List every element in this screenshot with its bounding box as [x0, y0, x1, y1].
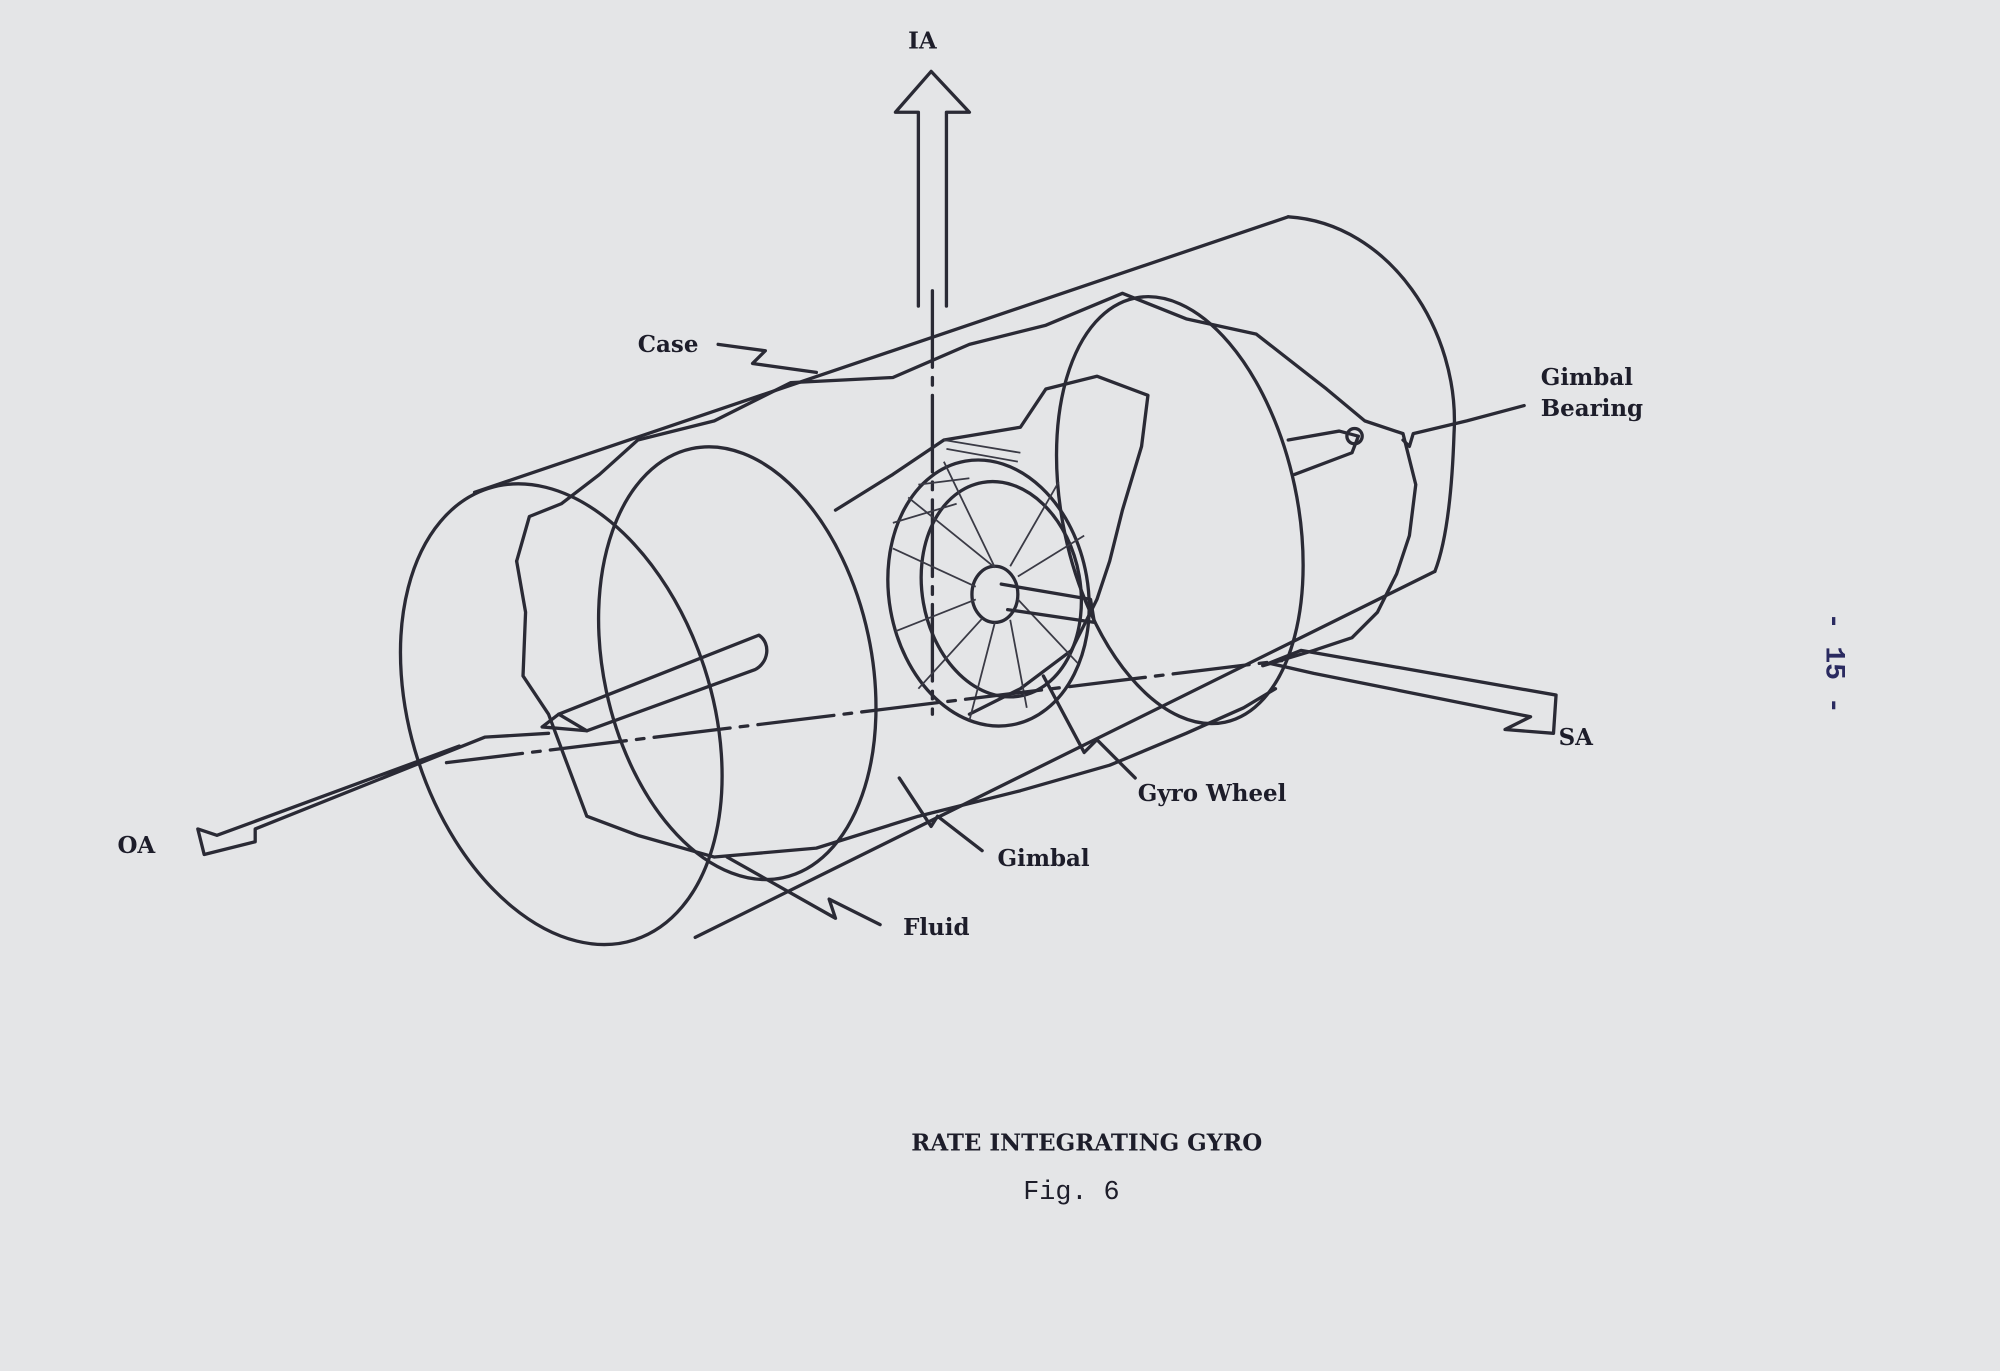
sa-label: SA	[1559, 724, 1595, 751]
gimbal-bearing-label-line1: Gimbal	[1541, 364, 1633, 391]
page-number: - 15 -	[1817, 613, 1848, 714]
ia-label: IA	[908, 27, 938, 54]
ia-axis-arrow	[893, 69, 972, 716]
gyro-wheel	[886, 439, 1097, 728]
cutaway-outline	[514, 291, 1418, 859]
figure-title: RATE INTEGRATING GYRO	[911, 1129, 1262, 1156]
gimbal-bearing-label-line2: Bearing	[1541, 395, 1643, 422]
figure-caption: Fig. 6	[1023, 1178, 1119, 1208]
oa-label: OA	[117, 832, 156, 859]
oa-arrow	[196, 731, 551, 857]
gyro-wheel-label: Gyro Wheel	[1138, 780, 1287, 807]
case-label: Case	[638, 331, 699, 358]
sa-arrow	[1267, 648, 1558, 735]
case-outline	[398, 215, 1457, 947]
leader-lines	[716, 342, 1526, 927]
oa-sa-axis	[196, 426, 1558, 857]
fluid-label: Fluid	[903, 914, 969, 941]
gimbal-label: Gimbal	[997, 845, 1089, 872]
